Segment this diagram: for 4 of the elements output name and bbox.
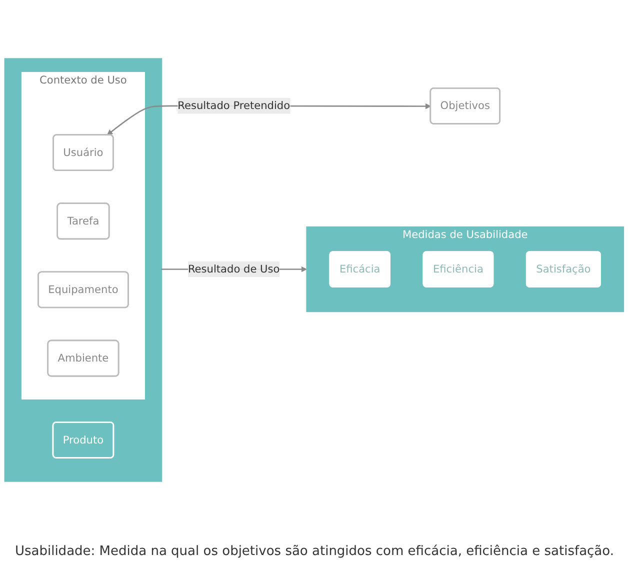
edge-label: Resultado Pretendido (178, 99, 290, 112)
note-text: Usabilidade: Medida na qual os objetivos são atingidos com eficácia, eficiência e satisfação. (14, 544, 614, 559)
edge-label: Resultado de Uso (188, 262, 280, 276)
cluster (4, 58, 162, 482)
